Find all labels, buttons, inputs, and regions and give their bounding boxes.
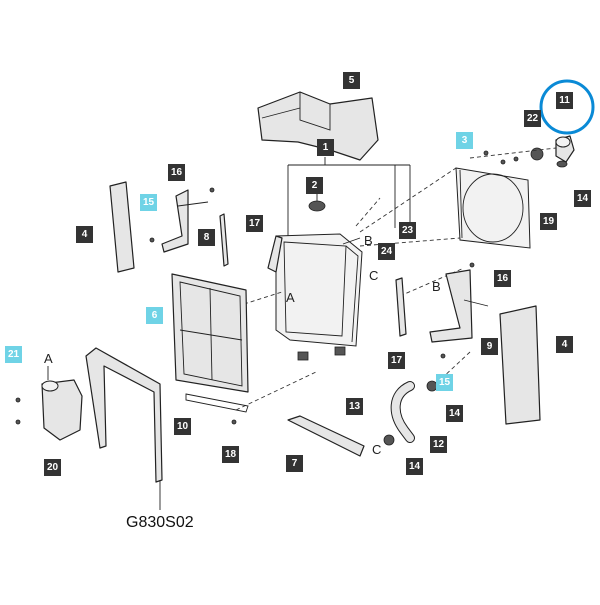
connection-letter-c-hose: C	[372, 442, 382, 457]
reservoir-bracket-part	[85, 347, 163, 510]
connection-letter-b-radiator: B	[364, 233, 373, 248]
callout-11[interactable]: 11	[556, 92, 573, 109]
callout-16-left[interactable]: 16	[168, 164, 185, 181]
connection-letter-a-radiator: A	[286, 290, 295, 305]
screen-rail-part	[185, 393, 249, 413]
diagram-code: G830S02	[126, 514, 194, 531]
callout-17-left[interactable]: 17	[246, 215, 263, 232]
bolt-18	[231, 419, 237, 425]
callout-2[interactable]: 2	[306, 177, 323, 194]
right-rod-part	[395, 277, 407, 337]
callout-4-left[interactable]: 4	[76, 226, 93, 243]
callout-5[interactable]: 5	[343, 72, 360, 89]
leader-b-upper	[342, 237, 361, 245]
callout-8[interactable]: 8	[198, 229, 215, 246]
callout-20[interactable]: 20	[44, 459, 61, 476]
left-rod-part	[219, 213, 229, 267]
callout-15-left[interactable]: 15	[140, 194, 157, 211]
callout-22[interactable]: 22	[524, 110, 541, 127]
bolts	[149, 150, 519, 359]
callout-9[interactable]: 9	[481, 338, 498, 355]
callout-19[interactable]: 19	[540, 213, 557, 230]
bolt-21b	[15, 419, 21, 425]
callout-1[interactable]: 1	[317, 139, 334, 156]
callout-10[interactable]: 10	[174, 418, 191, 435]
left-side-baffle-part	[109, 181, 135, 273]
connection-letter-c-radiator: C	[369, 268, 379, 283]
coolant-reservoir-part	[41, 366, 83, 441]
radiator-screen-part	[171, 273, 249, 393]
upper-hose-outlet-part	[530, 135, 575, 168]
radiator-part	[267, 233, 363, 361]
callout-23[interactable]: 23	[399, 222, 416, 239]
callout-12[interactable]: 12	[430, 436, 447, 453]
right-bracket-part	[429, 269, 489, 343]
right-side-baffle-part	[499, 305, 541, 425]
connection-letter-a-reservoir: A	[44, 351, 53, 366]
connection-letter-b-bracket: B	[432, 279, 441, 294]
highlight-ring	[539, 79, 595, 135]
callout-4-right[interactable]: 4	[556, 336, 573, 353]
callout-3[interactable]: 3	[456, 132, 473, 149]
lower-hose-part	[383, 380, 438, 446]
callout-14-bottom[interactable]: 14	[406, 458, 423, 475]
part-1-leaders	[287, 157, 411, 238]
radiator-cap-part	[308, 194, 326, 212]
bolt-21a	[15, 397, 21, 403]
callout-24[interactable]: 24	[378, 243, 395, 260]
fan-shroud-part	[455, 167, 531, 249]
callout-18[interactable]: 18	[222, 446, 239, 463]
callout-7[interactable]: 7	[286, 455, 303, 472]
callout-15-right[interactable]: 15	[436, 374, 453, 391]
callout-17-right[interactable]: 17	[388, 352, 405, 369]
upper-shroud-part	[257, 91, 379, 161]
callout-6[interactable]: 6	[146, 307, 163, 324]
callout-14-top[interactable]: 14	[574, 190, 591, 207]
left-bracket-part	[161, 189, 209, 253]
lower-seal-part	[287, 415, 365, 457]
callout-14-mid[interactable]: 14	[446, 405, 463, 422]
callout-13[interactable]: 13	[346, 398, 363, 415]
callout-16-right[interactable]: 16	[494, 270, 511, 287]
callout-21[interactable]: 21	[5, 346, 22, 363]
